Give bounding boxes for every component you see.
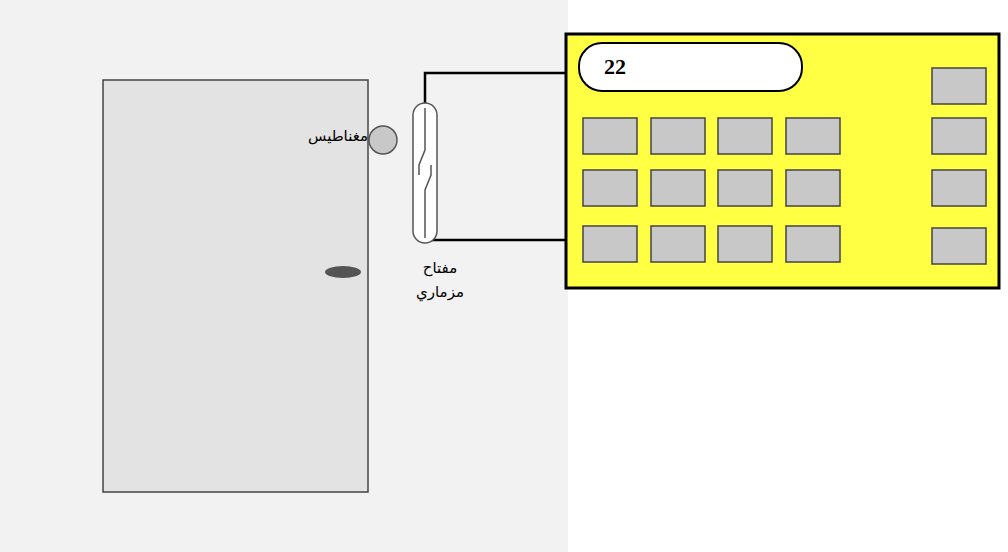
wire: [425, 239, 568, 242]
key: [786, 226, 840, 262]
key: [651, 226, 705, 262]
key: [932, 228, 986, 264]
reed-switch: [413, 103, 437, 243]
key: [583, 118, 637, 154]
display-screen: 22: [578, 42, 803, 92]
key: [786, 118, 840, 154]
magnet: [369, 126, 397, 154]
key: [932, 170, 986, 206]
reed-contact: [425, 165, 431, 238]
background-panel: [0, 0, 568, 552]
magnet-label: مغناطيس: [308, 124, 368, 148]
keypad-panel: [566, 34, 999, 288]
wire: [425, 73, 568, 105]
key: [651, 118, 705, 154]
reed-switch-label: مفتاح مزماري: [409, 256, 471, 304]
key: [583, 226, 637, 262]
key: [718, 226, 772, 262]
key: [932, 68, 986, 104]
door-handle: [325, 266, 361, 278]
key: [786, 170, 840, 206]
reed-contact: [419, 108, 425, 175]
key: [583, 170, 637, 206]
door: [103, 80, 368, 492]
key: [932, 118, 986, 154]
key: [651, 170, 705, 206]
key: [718, 118, 772, 154]
key: [718, 170, 772, 206]
display-value: 22: [604, 54, 626, 80]
keys: [583, 68, 986, 264]
